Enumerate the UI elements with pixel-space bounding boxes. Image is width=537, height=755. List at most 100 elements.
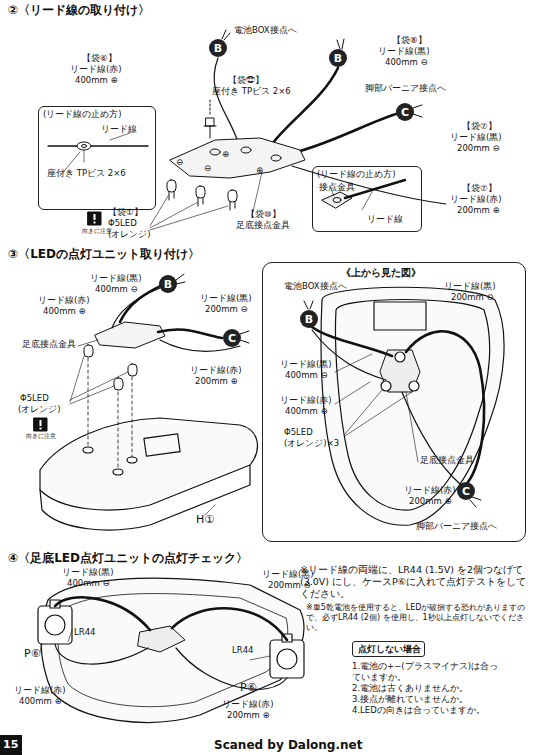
note-text: 1.電池の+−(プラスマイナス)は合っていますか。 [352, 661, 502, 682]
part-label: LR44 [74, 628, 95, 638]
connector-letter: C [223, 329, 241, 347]
part-label: 400mm ⊖ [285, 371, 328, 381]
part-label: 400mm ⊕ [43, 307, 86, 317]
node-text: (リード線の止め方) [43, 110, 122, 120]
part-label: 200mm ⊖ [205, 305, 248, 315]
part-label: 200mm ⊕ [227, 711, 270, 721]
part-label: 200mm ⊕ [409, 497, 452, 507]
part-label: 2.電池は古くありませんか。 [352, 684, 468, 694]
part-label: リード線(赤) [70, 65, 122, 75]
connector-letter-text: C [462, 486, 470, 497]
note-text: ※リード線の両端に、LR44 (1.5V) を2個つなげて (3.0V) にし、… [300, 564, 532, 600]
inset-box: (リード線の止め方)リード線座付き TPビス 2×6 [38, 106, 156, 210]
part-label: ⊖ [204, 164, 211, 174]
section-heading: Scaned by Dalong.net [214, 739, 362, 753]
part-label: リード線(赤) [14, 686, 66, 696]
section-heading: ④〈足底LED点灯ユニットの点灯チェック〉 [8, 552, 248, 566]
part-label: リード線(黒) [378, 47, 430, 57]
part-label: (オレンジ) [18, 405, 61, 415]
part-label: 座付き TPビス 2×6 [212, 87, 291, 97]
part-label: Φ5LED [108, 219, 137, 229]
page-number: 15 [0, 735, 22, 755]
connector-letter: B [159, 275, 177, 293]
part-label: Φ5LED [20, 394, 49, 404]
part-label: リード線(赤) [222, 700, 274, 710]
top-view-base [304, 287, 504, 525]
connector-letter-text: B [214, 43, 222, 54]
part-label: ⊕ [222, 150, 229, 160]
node-text: 接点金具 [319, 183, 355, 193]
part-label: 足底接点金具 [420, 456, 474, 466]
connector-letter: B [209, 39, 227, 57]
part-label: 400mm ⊕ [285, 407, 328, 417]
part-label: リード線(赤) [450, 195, 502, 205]
part-label: 400mm ⊕ [75, 76, 118, 86]
part-label: 【袋①】 [108, 208, 143, 218]
warning-icon-3 [34, 418, 47, 431]
part-label: 200mm ⊕ [457, 206, 500, 216]
part-label: 【袋⑧】 [392, 36, 427, 46]
connector-letter-text: B [305, 314, 313, 325]
part-label: 向きに注意 [82, 228, 112, 235]
connector-letter: B [300, 310, 318, 328]
node-text: 座付き TPビス 2×6 [47, 169, 126, 179]
part-label: Φ5LED [284, 428, 313, 438]
section-heading: ③〈LEDの点灯ユニット取り付け〉 [8, 248, 200, 262]
part-label: (オレンジ) [108, 230, 151, 240]
section-heading: ②〈リード線の取り付け〉 [8, 4, 150, 18]
connector-letter: C [396, 103, 414, 121]
part-label: H① [196, 514, 214, 527]
part-label: 足底接点金具 [236, 221, 290, 231]
connector-letter: B [329, 49, 347, 67]
node-text: 《上から見た図》 [341, 267, 421, 279]
part-label: リード線(赤) [38, 296, 90, 306]
node-text: 点灯しない場合 [358, 644, 421, 654]
battery-case [38, 597, 304, 689]
connector-letter: C [457, 482, 475, 500]
part-label: 脚部バーニア接点へ [416, 522, 497, 532]
part-label: 【袋⑦】 [462, 184, 497, 194]
warning-icon-2 [88, 212, 101, 225]
trouble-heading-box: 点灯しない場合 [352, 641, 425, 657]
part-label: リード線(赤) [190, 366, 242, 376]
note-text: ※単5乾電池を使用すると、LEDが破損する恐れがありますので、必ずLR44 (2… [306, 603, 532, 633]
part-label: 足底接点金具 [22, 340, 76, 350]
connector-letter-text: B [334, 53, 342, 64]
part-label: 電池BOX接点へ [284, 282, 347, 292]
part-label: P⑥ [240, 682, 257, 695]
part-label: リード線(黒) [200, 294, 252, 304]
part-label: リード線(赤) [404, 486, 456, 496]
part-label: ⊕ [256, 166, 263, 176]
lead-wires-2 [214, 30, 446, 204]
part-label: 200mm ⊖ [451, 293, 494, 303]
connector-letter-text: C [401, 107, 409, 118]
part-label: 3.接点が離れていませんか。 [352, 695, 468, 705]
part-label: 200mm ⊕ [195, 377, 238, 387]
part-label: 向きに注意 [26, 433, 56, 440]
part-label: (オレンジ)×3 [284, 439, 339, 449]
base-check [41, 578, 304, 722]
part-label: 4.LEDの向きは合っていますか。 [352, 706, 485, 716]
part-label: 【袋㉒】 [228, 76, 264, 86]
part-label: 400mm ⊖ [67, 579, 110, 589]
part-label: 400mm ⊕ [19, 697, 62, 707]
part-label: リード線(黒) [444, 282, 496, 292]
node-text: 15 [3, 739, 18, 752]
part-label: 電池BOX接点へ [234, 26, 297, 36]
part-label: リード線(赤) [280, 396, 332, 406]
part-label: ⊖ [176, 158, 183, 168]
node-text: (リード線の止め方) [317, 170, 396, 180]
part-label: リード線(黒) [280, 360, 332, 370]
part-label: リード線(黒) [450, 133, 502, 143]
part-label: 【袋⑦】 [462, 122, 497, 132]
part-label: 400mm ⊖ [385, 58, 428, 68]
part-label: LR44 [232, 646, 253, 656]
inset-box: (リード線の止め方)接点金具リード線 [312, 166, 422, 232]
connector-letter-text: B [164, 279, 172, 290]
connector-letter-text: C [228, 333, 236, 344]
part-label: P⑥ [24, 648, 41, 661]
part-label: 脚部バーニア接点へ [365, 84, 446, 94]
